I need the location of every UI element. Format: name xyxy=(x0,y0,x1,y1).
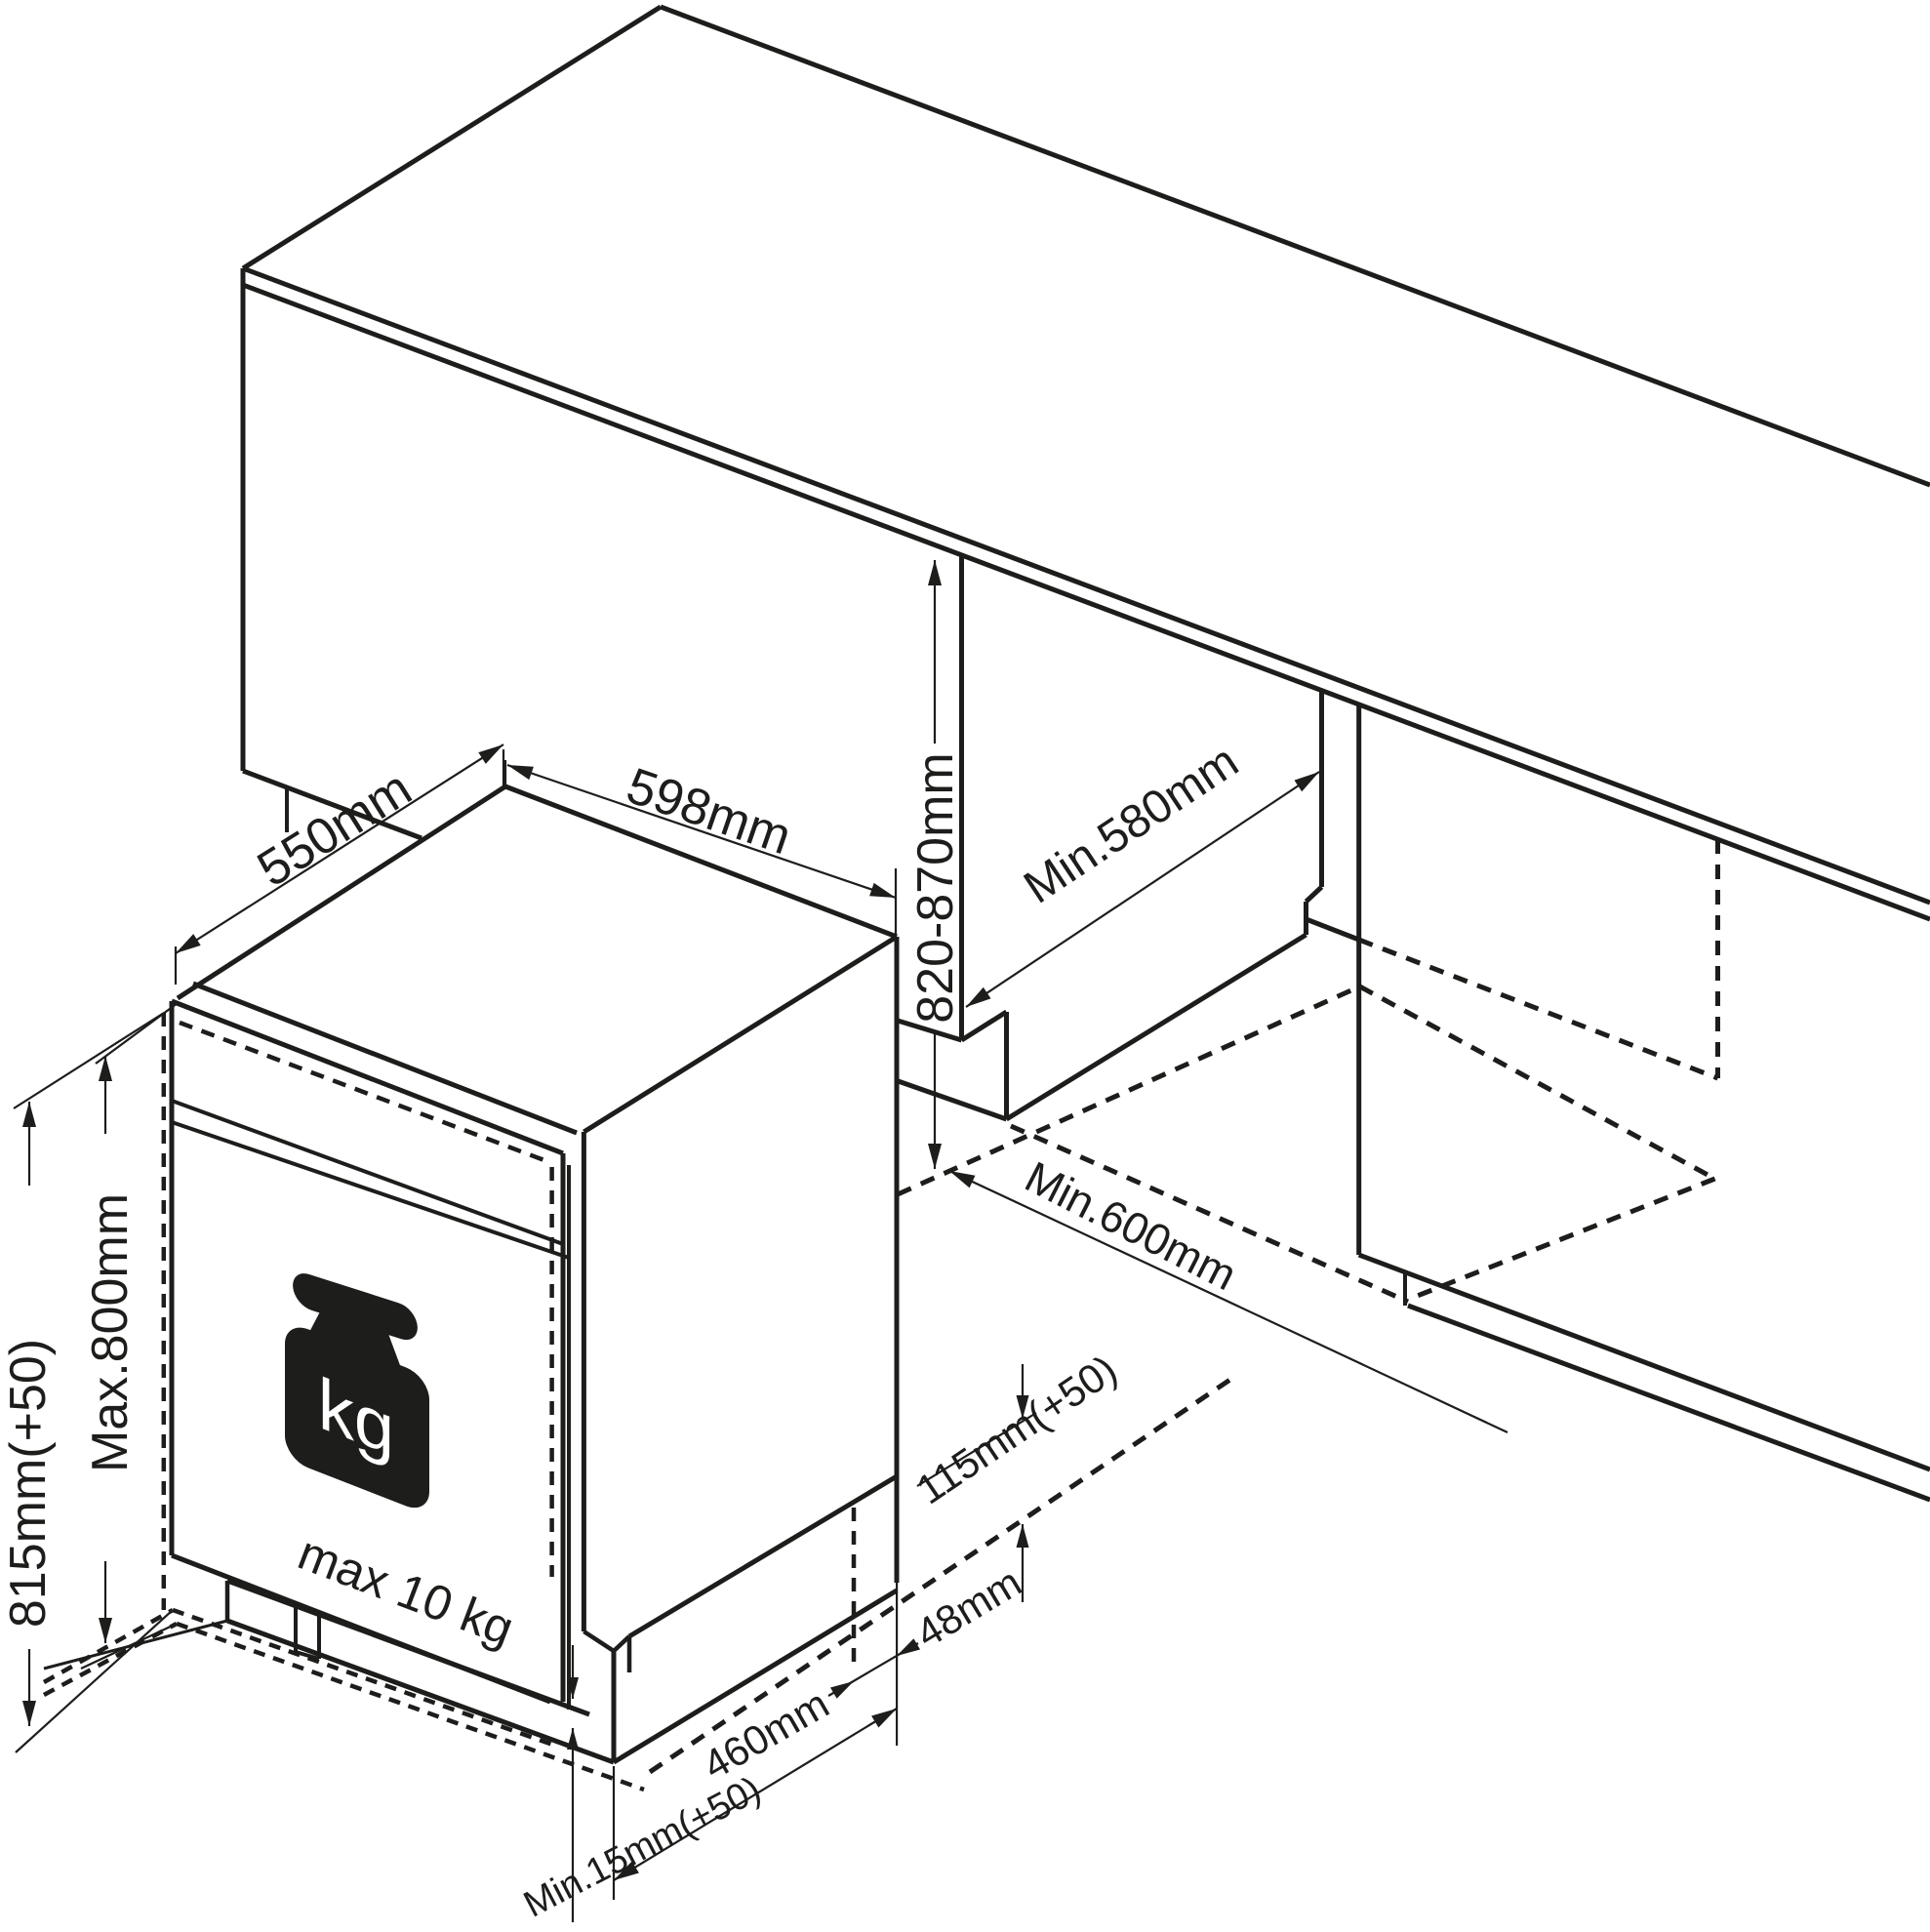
svg-text:820-870mm: 820-870mm xyxy=(907,752,964,1023)
svg-text:815mm(+50): 815mm(+50) xyxy=(0,1339,57,1628)
svg-text:Max.800mm: Max.800mm xyxy=(82,1193,139,1472)
